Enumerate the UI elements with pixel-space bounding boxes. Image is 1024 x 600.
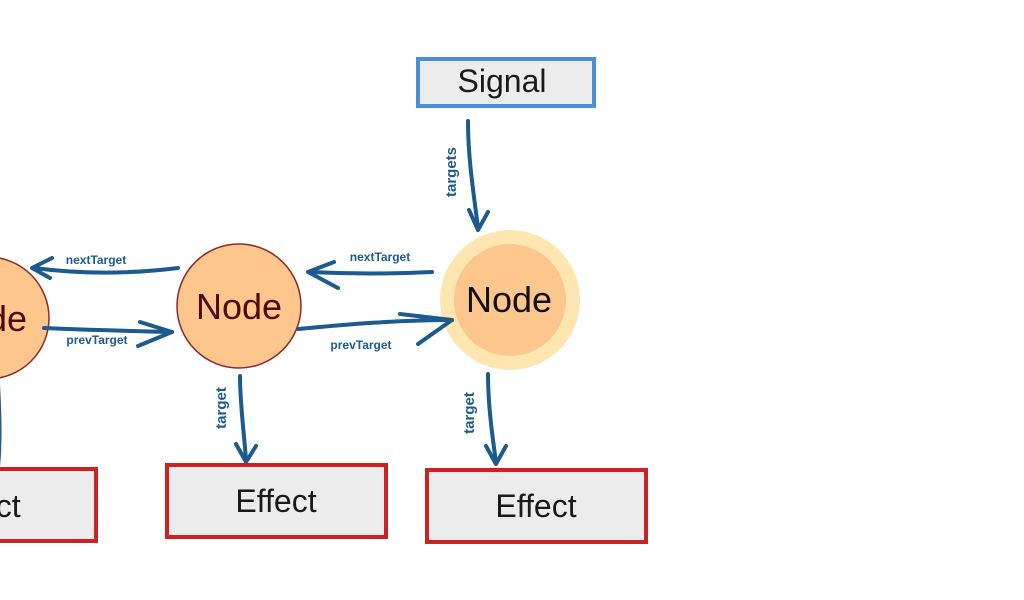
next-target-label-left: nextTarget bbox=[66, 253, 126, 267]
effect-middle-label: Effect bbox=[235, 483, 316, 519]
effect-box-middle: Effect bbox=[165, 463, 388, 539]
signal-label: Signal bbox=[458, 63, 547, 99]
prev-target-arrow-right: prevTarget bbox=[296, 312, 454, 352]
node-left-partial: Node bbox=[0, 257, 50, 379]
node-left-label: Node bbox=[0, 298, 27, 339]
prev-target-label-right: prevTarget bbox=[330, 338, 391, 352]
node-middle: Node bbox=[176, 243, 302, 369]
node-middle-label: Node bbox=[196, 286, 282, 327]
prev-target-label-left: prevTarget bbox=[66, 333, 127, 347]
target-arrow-right: target bbox=[461, 372, 508, 466]
signal-box: Signal bbox=[416, 57, 596, 108]
effect-box-left-partial: Effect bbox=[0, 467, 98, 543]
targets-label: targets bbox=[443, 147, 460, 197]
target-arrow-middle: target bbox=[213, 374, 258, 464]
prev-target-arrow-left: prevTarget bbox=[42, 320, 174, 348]
target-label-middle: target bbox=[213, 387, 230, 429]
targets-arrow: targets bbox=[443, 119, 490, 232]
effect-left-label: Effect bbox=[0, 488, 21, 524]
node-right-label: Node bbox=[466, 279, 552, 320]
effect-box-right: Effect bbox=[425, 468, 648, 544]
next-target-arrow-left: nextTarget bbox=[30, 253, 180, 280]
target-label-right: target bbox=[461, 392, 478, 434]
node-right: Node bbox=[440, 230, 580, 370]
effect-right-label: Effect bbox=[495, 488, 576, 524]
next-target-arrow-right: nextTarget bbox=[306, 250, 434, 290]
next-target-label-right: nextTarget bbox=[350, 250, 410, 264]
